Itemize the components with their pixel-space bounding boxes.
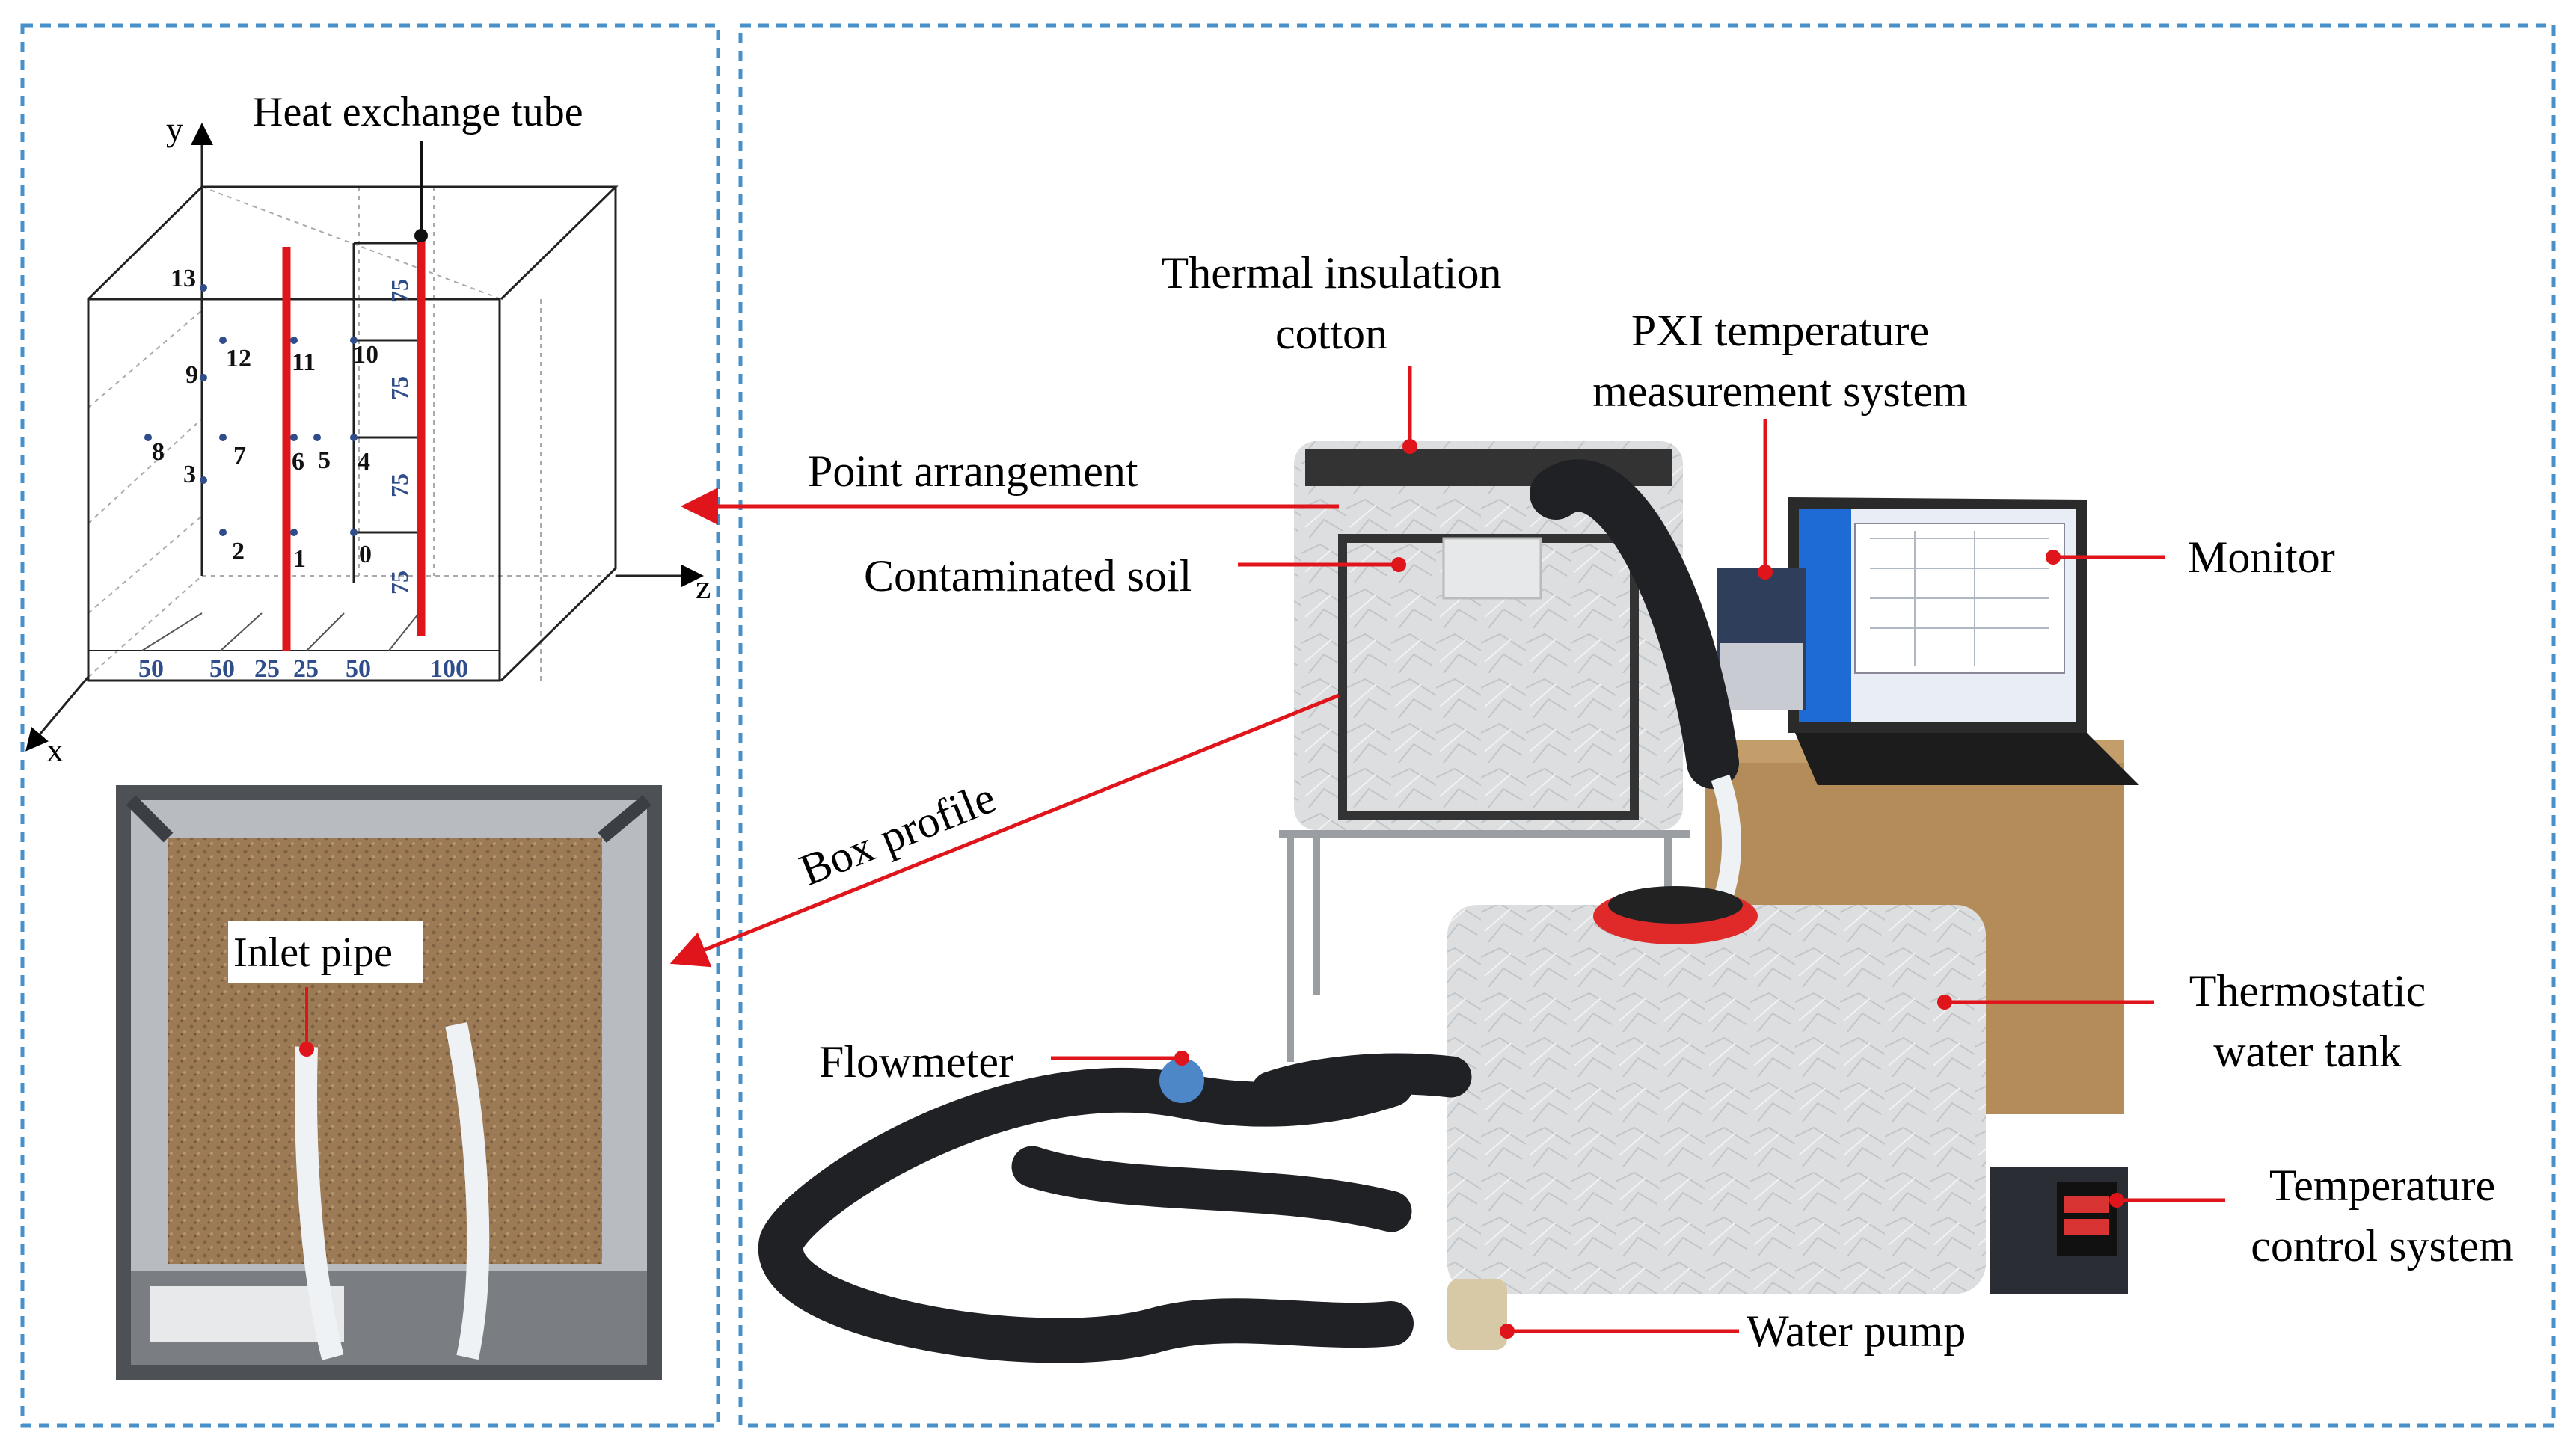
point-12: 12	[226, 345, 251, 372]
x-axis	[25, 676, 90, 752]
point-2: 2	[232, 538, 245, 565]
b-spacing-4: 25	[293, 655, 319, 683]
b-spacing-6: 100	[430, 655, 468, 683]
v-spacing-1: 75	[386, 279, 413, 303]
callout-dots	[1174, 439, 2124, 1339]
b-spacing-1: 50	[138, 655, 164, 683]
b-spacing-3: 25	[254, 655, 280, 683]
point-0: 0	[359, 541, 372, 568]
point-5: 5	[318, 446, 331, 474]
inlet-pipe	[295, 1046, 344, 1360]
b-spacing-2: 50	[209, 655, 235, 683]
measurement-points	[144, 284, 358, 536]
point-10: 10	[353, 341, 378, 369]
v-spacing-4: 75	[386, 571, 413, 595]
point-1: 1	[293, 545, 306, 573]
point-7: 7	[233, 442, 246, 470]
label-flowmeter: Flowmeter	[819, 1037, 1013, 1087]
b-spacing-5: 50	[346, 655, 371, 683]
right-panel-border	[738, 23, 2556, 1428]
left-panel-border	[20, 23, 720, 1428]
laptop-base	[1795, 733, 2139, 785]
box-profile-photo: Inlet pipe	[116, 785, 662, 1380]
flowmeter-dial	[1159, 1058, 1204, 1103]
point-4: 4	[358, 448, 370, 476]
axis-label-z: z	[696, 568, 711, 606]
point-9: 9	[185, 361, 198, 389]
point-13: 13	[171, 265, 196, 292]
axis-label-y: y	[166, 110, 183, 148]
point-11: 11	[292, 348, 316, 376]
label-point-arrangement: Point arrangement	[808, 446, 1138, 496]
water-pump-body	[1447, 1279, 1507, 1350]
point-3: 3	[183, 461, 196, 488]
label-monitor: Monitor	[2188, 532, 2335, 582]
water-tank	[1447, 905, 1986, 1294]
point-8: 8	[152, 438, 165, 466]
label-contaminated-soil: Contaminated soil	[864, 551, 1192, 600]
v-spacing-3: 75	[386, 473, 413, 497]
label-box-profile: Box profile	[793, 772, 1002, 895]
apparatus-photo	[758, 441, 2139, 1363]
v-spacing-2: 75	[386, 376, 413, 400]
label-water-pump: Water pump	[1747, 1306, 1966, 1356]
point-6: 6	[292, 448, 304, 476]
callouts	[669, 366, 2225, 1333]
inlet-pipe-label: Inlet pipe	[233, 930, 393, 976]
axis-label-x: x	[46, 731, 64, 769]
tube-label: Heat exchange tube	[253, 89, 583, 135]
box-schematic: y z x Heat exchange tube 0 1 2 3 4 5 6 7…	[25, 89, 711, 769]
